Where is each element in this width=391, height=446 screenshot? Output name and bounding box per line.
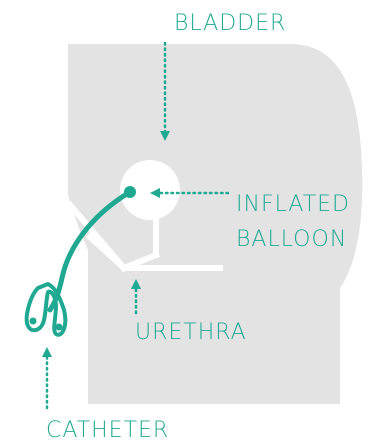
label-urethra: URETHRA <box>135 320 247 345</box>
connector-hole-left <box>30 318 37 325</box>
label-balloon-line2: BALLOON <box>236 227 347 252</box>
label-bladder: BLADDER <box>174 11 286 36</box>
label-balloon-line1: INFLATED <box>236 192 350 217</box>
body-silhouette <box>68 44 362 404</box>
connector-hole-right <box>56 324 63 331</box>
label-catheter: CATHETER <box>46 418 169 443</box>
catheter-tip <box>124 186 136 198</box>
